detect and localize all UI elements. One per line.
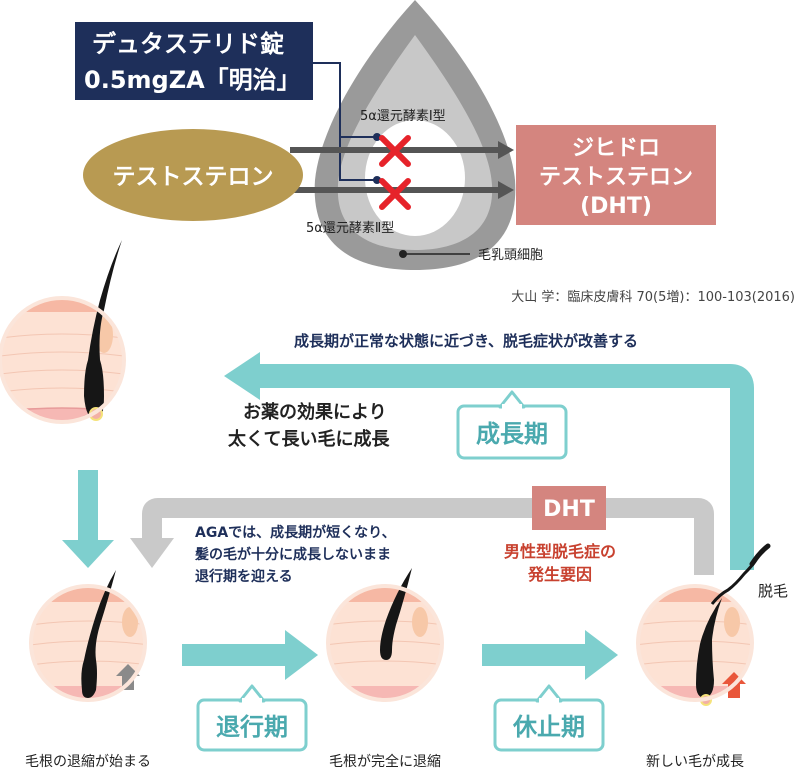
phase-catagen-callout (196, 684, 308, 752)
phase-growth-callout (456, 390, 568, 460)
catagen-arrow-head (285, 630, 318, 680)
drug-box (75, 22, 313, 100)
papilla-label: 毛乳頭細胞 (478, 248, 543, 263)
top-arrow-text: 成長期が正常な状態に近づき、脱毛症状が改善する (294, 332, 638, 350)
phase-growth-label: 成長期 (476, 420, 548, 448)
shed-hair-tip (749, 543, 771, 567)
telogen-follicle (326, 568, 444, 702)
aga-line3: 退行期を迎える (195, 568, 293, 585)
aga-short-cycle-arrow (142, 498, 714, 575)
testosterone-ellipse (83, 129, 303, 221)
growth-phase-follicle (0, 240, 126, 424)
phase-catagen-label: 退行期 (216, 713, 288, 741)
hair-loss-label: 脱毛 (758, 582, 788, 600)
growth-return-arrow (258, 364, 754, 570)
phase-telogen-label: 休止期 (512, 713, 585, 741)
aga-line2: 髪の毛が十分に成長しないまま (194, 546, 391, 563)
down-arrow-shaft (78, 470, 98, 542)
phase-telogen-callout (493, 684, 605, 752)
effect-line1: お薬の効果により (243, 401, 387, 423)
effect-line2: 太くて長い毛に成長 (228, 428, 390, 450)
shed-hair (710, 559, 758, 605)
catagen-follicle (29, 570, 147, 702)
telogen-arrow-shaft (482, 644, 587, 666)
inhibit-cross-2 (379, 178, 411, 210)
drug-dose: 0.5mgZA「明治」 (84, 66, 301, 94)
conversion-arrowhead-2 (498, 181, 514, 199)
telogen-arrow-head (585, 630, 618, 680)
growth-return-arrowhead (224, 352, 260, 400)
catagen-arrow-shaft (182, 644, 287, 666)
caption-catagen: 毛根の退縮が始まる (25, 754, 151, 770)
cause-line2: 発生要因 (527, 565, 592, 584)
cause-line1: 男性型脱毛症の (504, 542, 616, 561)
catagen-up-arrow (116, 664, 140, 690)
inhibit-dot-2 (373, 176, 381, 184)
inhibit-cross-1 (379, 135, 411, 167)
conversion-arrowhead-1 (498, 141, 514, 159)
caption-telogen: 毛根が完全に退縮 (329, 753, 441, 770)
dht-box (516, 125, 716, 225)
enzyme-type1-label: 5α還元酵素Ⅰ型 (360, 109, 446, 124)
caption-new-growth: 新しい毛が成長 (646, 754, 744, 770)
dht-box-line1: ジヒドロ (572, 136, 660, 161)
citation: 大山 学：臨床皮膚科 70(5増)：100-103(2016) (511, 289, 795, 305)
aga-short-cycle-arrowhead (130, 538, 174, 568)
down-arrow-head (62, 540, 114, 568)
inhibit-dot-1 (373, 133, 381, 141)
dht-label-box (532, 486, 606, 530)
dht-box-line3: (DHT) (580, 194, 652, 219)
drug-connector (313, 62, 375, 181)
dht-box-line2: テストステロン (539, 165, 693, 190)
aga-line1: AGAでは、成長期が短くなり、 (195, 524, 396, 541)
new-growth-follicle (636, 584, 754, 706)
drug-name: デュタステリド錠 (92, 30, 284, 58)
enzyme-type2-label: 5α還元酵素Ⅱ型 (306, 221, 394, 236)
testosterone-label: テストステロン (113, 164, 274, 190)
dht-label: DHT (543, 497, 595, 522)
